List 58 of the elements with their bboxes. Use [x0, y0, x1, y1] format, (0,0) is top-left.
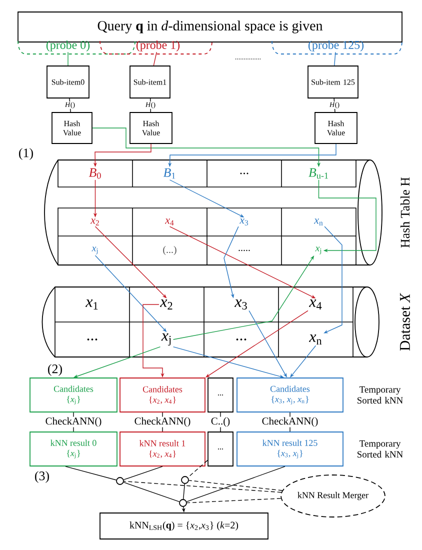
bucket-cell: B$_{u-1}$	[308, 168, 328, 179]
merge-point	[181, 476, 189, 484]
side-note: Temporary Sorted kNN	[358, 386, 403, 404]
probe-brace: (probe 1)	[100, 40, 212, 54]
candidates-box: Candidates {x$_{2}$, x$_{4}$}	[120, 378, 206, 412]
edge-label: CheckANN()	[261, 416, 319, 428]
data-cell: x$_{n}$	[308, 334, 322, 344]
data-cell: x$_{4}$	[308, 300, 322, 310]
candidates-box: Candidates {x$_{j}$}	[30, 378, 118, 412]
merge-point	[179, 499, 187, 507]
edge-label: CheckANN()	[44, 416, 102, 428]
bucket-cell: ...	[240, 172, 248, 174]
bucket-cell: B$_{0}$	[88, 168, 101, 179]
connector-line	[183, 484, 185, 500]
vector-cell: (...)	[163, 246, 176, 256]
connector-line	[188, 460, 208, 478]
result-box: kNN result 1 {x$_{2}$, x$_{4}$}	[120, 432, 206, 466]
connector-line	[153, 52, 157, 66]
data-cell: ...	[87, 338, 98, 340]
vector-cell: x$_{4}$	[165, 218, 174, 226]
connector-line	[124, 480, 282, 493]
connector-line	[186, 466, 286, 502]
connector-line	[150, 98, 151, 112]
connector-line	[123, 466, 163, 480]
edge-label: CheckANN()	[134, 416, 192, 428]
connector-line	[334, 52, 336, 66]
connector-line	[334, 98, 336, 112]
vector-cell: x$_{n}$	[314, 218, 323, 226]
probe-brace: (probe 125)	[272, 40, 402, 54]
vector-cell: x$_{j}$	[92, 246, 98, 254]
node-label: Hash Table H	[400, 177, 410, 248]
vector-cell: x$_{2}$	[90, 218, 99, 226]
connector-line	[65, 466, 117, 480]
bucket-cell: B$_{1}$	[163, 168, 176, 179]
data-cell: ...	[236, 338, 246, 340]
vector-cell: x$_{j}$	[315, 246, 322, 254]
connector-line	[188, 480, 283, 491]
merge-point	[116, 477, 124, 485]
connector-line	[186, 498, 282, 504]
data-cell: x$_{3}$	[234, 300, 247, 310]
edge-label: C..()	[210, 416, 231, 428]
result-set-box: kNN$_{LSH}$(q) = {x$_{2}$,x$_{3}$} (k=2)	[100, 512, 268, 540]
step-number: (1)	[19, 148, 33, 160]
connector-line	[123, 482, 180, 502]
node-label: Dataset X	[400, 292, 410, 351]
connector-line	[220, 412, 221, 432]
result-box: kNN result 0 {x$_{j}$}	[30, 432, 118, 466]
candidates-box: Candidates {x$_{3}$, x$_{j}$, x$_{n}$}	[236, 378, 344, 412]
vector-cell: .....	[238, 250, 250, 252]
data-cell: x$_{2}$	[160, 300, 172, 310]
vector-cell: x$_{3}$	[240, 218, 248, 226]
data-cell: x$_{1}$	[85, 300, 98, 310]
side-note: Temporary Sorted kNN	[358, 440, 403, 458]
probe-brace: (probe 0)	[18, 40, 136, 54]
result-box: kNN result 125 {x$_{3}$, x$_{j}$}	[236, 432, 344, 466]
connector-line	[69, 98, 71, 112]
data-cell: x$_{j}$	[161, 333, 171, 346]
arrow	[318, 180, 376, 252]
